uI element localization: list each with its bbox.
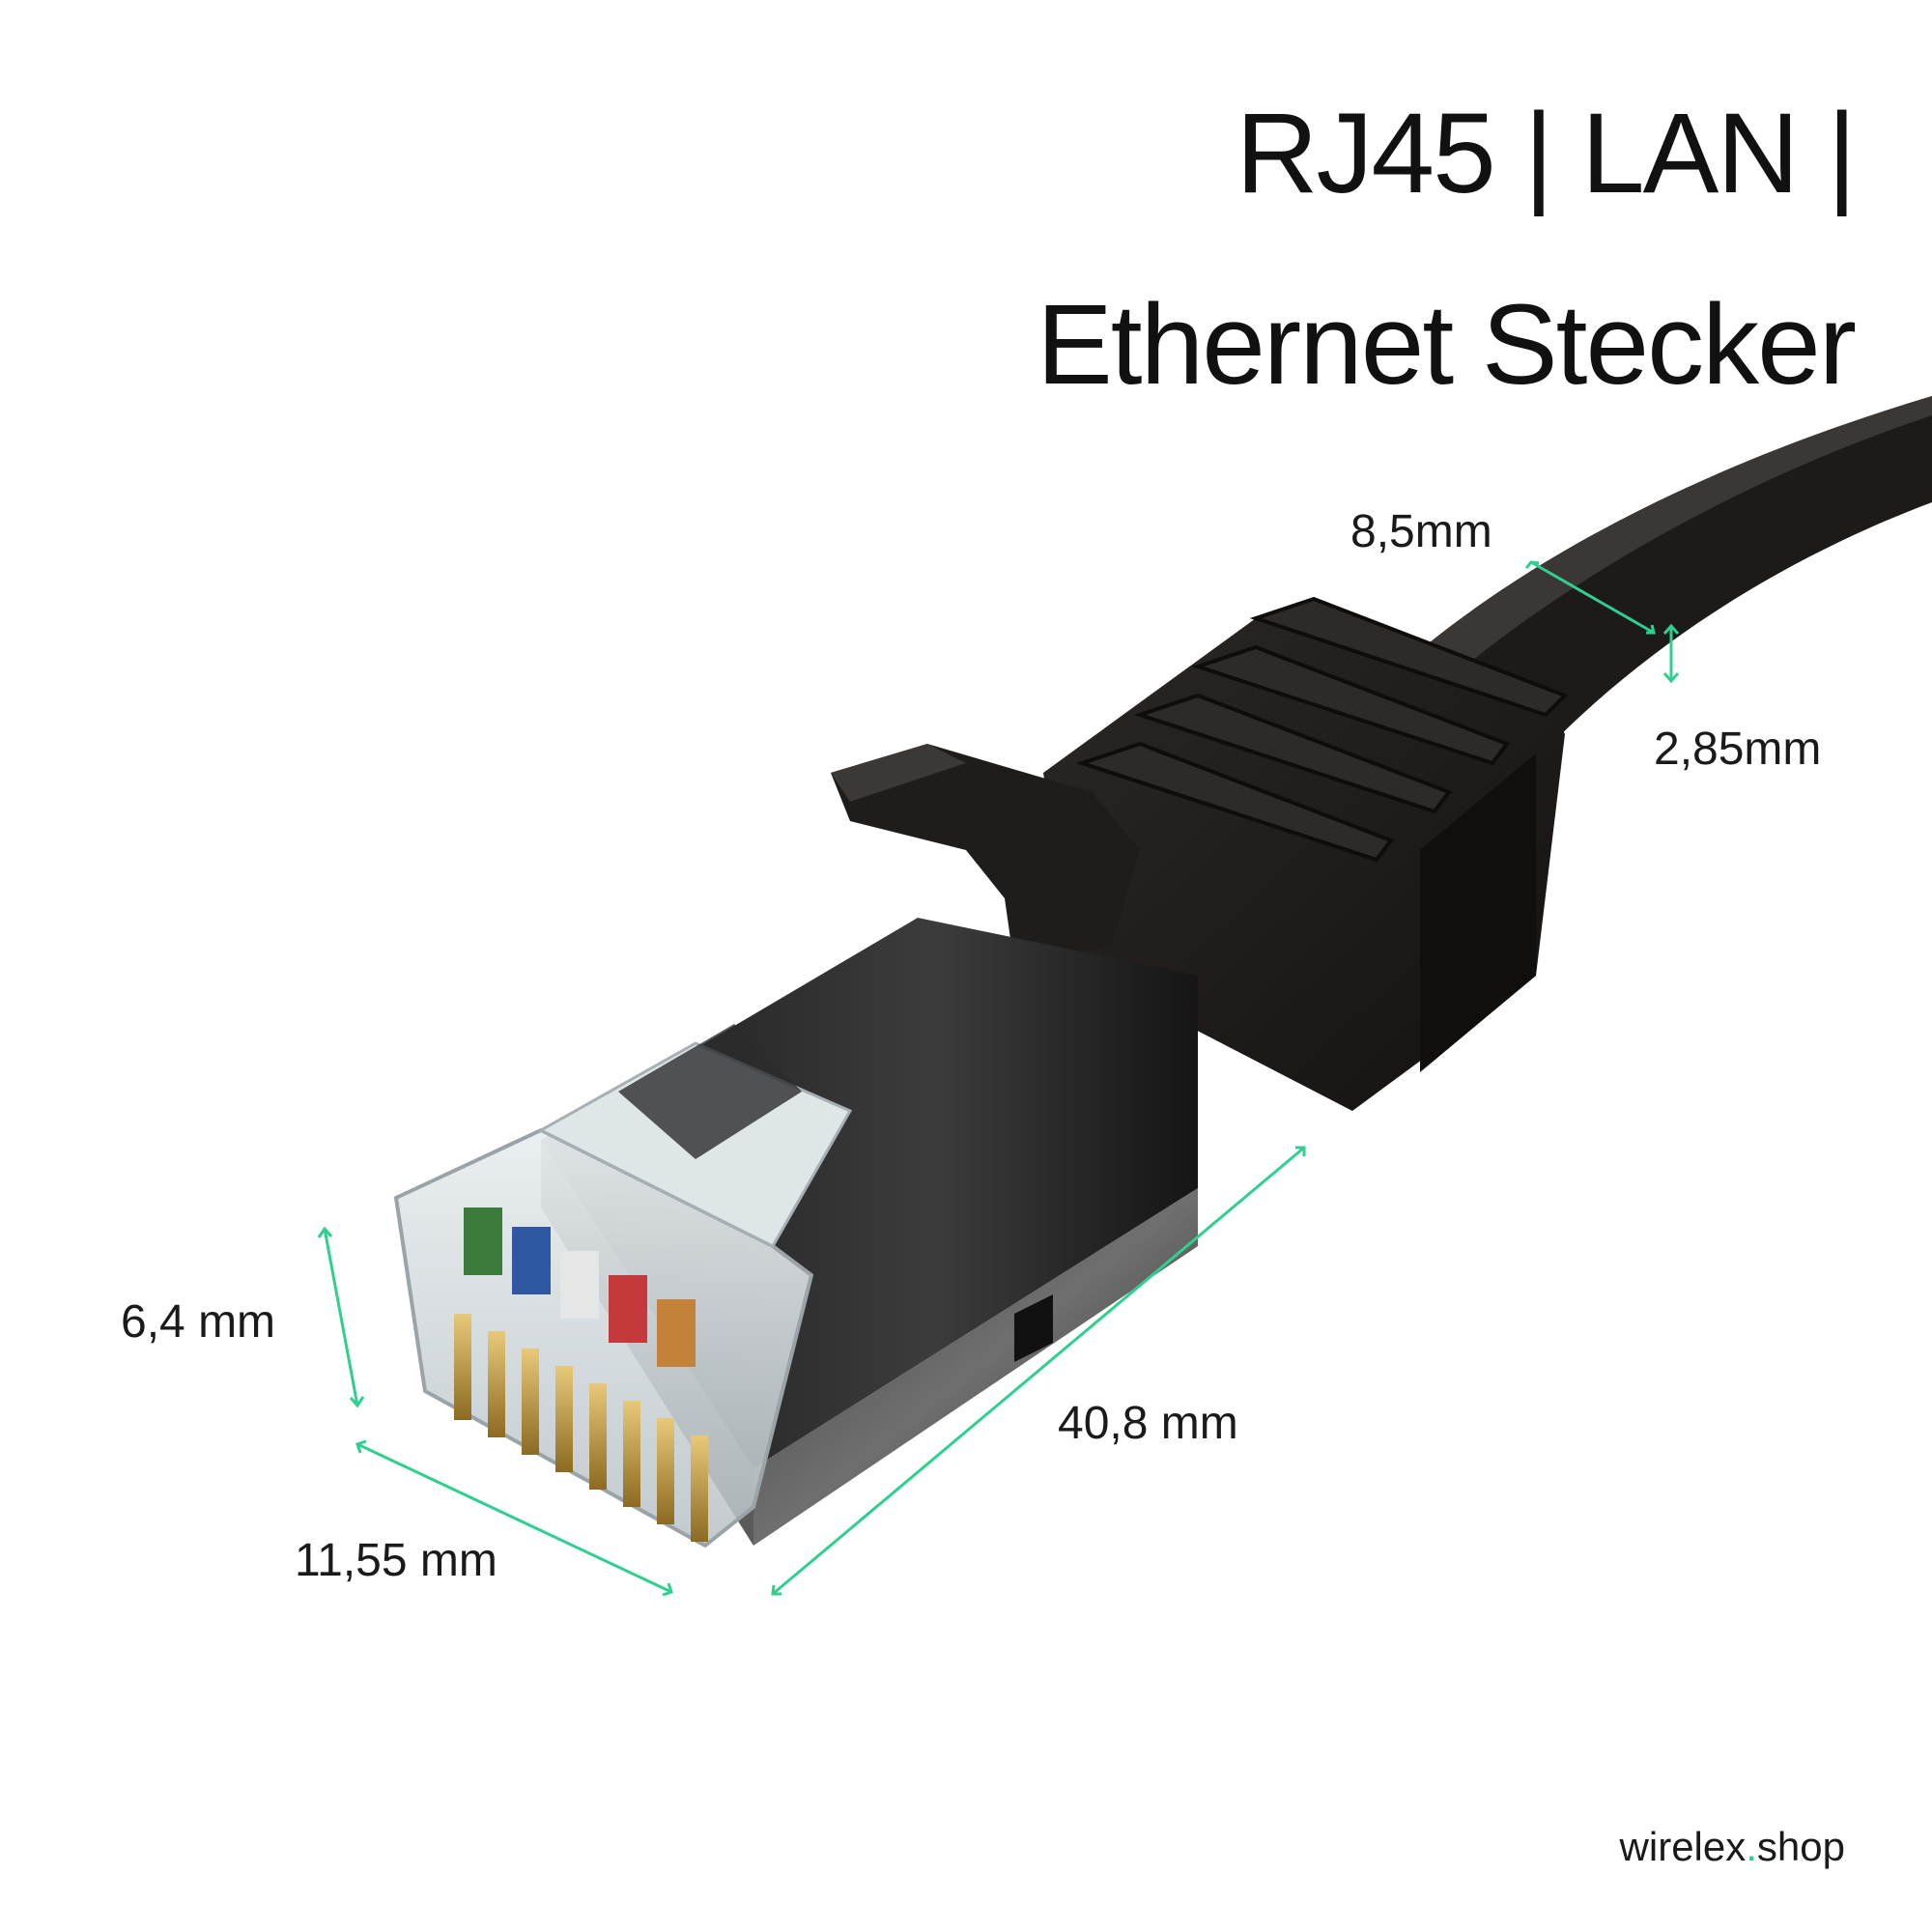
arrow-plug-length: [772, 1146, 1305, 1596]
gold-contacts: [454, 1314, 708, 1542]
brand-name: wirelex: [1619, 1824, 1747, 1869]
label-cable-thickness: 2,85mm: [1654, 724, 1822, 775]
arrow-plug-width: [356, 1442, 672, 1594]
title-line-2: Ethernet Stecker: [1037, 281, 1857, 409]
arrow-plug-height: [323, 1228, 359, 1406]
latch-clip: [831, 744, 1140, 966]
brand-dot: .: [1746, 1824, 1757, 1869]
brand-tld: shop: [1756, 1824, 1845, 1869]
title-line-1: RJ45 | LAN |: [1236, 90, 1857, 217]
label-cable-width: 8,5mm: [1350, 506, 1492, 557]
brand-logo-text: wirelex.shop: [1620, 1824, 1845, 1870]
label-plug-length: 40,8 mm: [1058, 1398, 1238, 1449]
arrow-cable-width: [1530, 560, 1655, 635]
label-plug-width: 11,55 mm: [295, 1535, 497, 1586]
clear-plug-head: [393, 1024, 853, 1548]
cable-boot: [1043, 596, 1569, 1111]
dimension-arrows: [317, 560, 1680, 1597]
twisted-pair-wires: [464, 1208, 696, 1367]
label-plug-height: 6,4 mm: [121, 1296, 276, 1348]
